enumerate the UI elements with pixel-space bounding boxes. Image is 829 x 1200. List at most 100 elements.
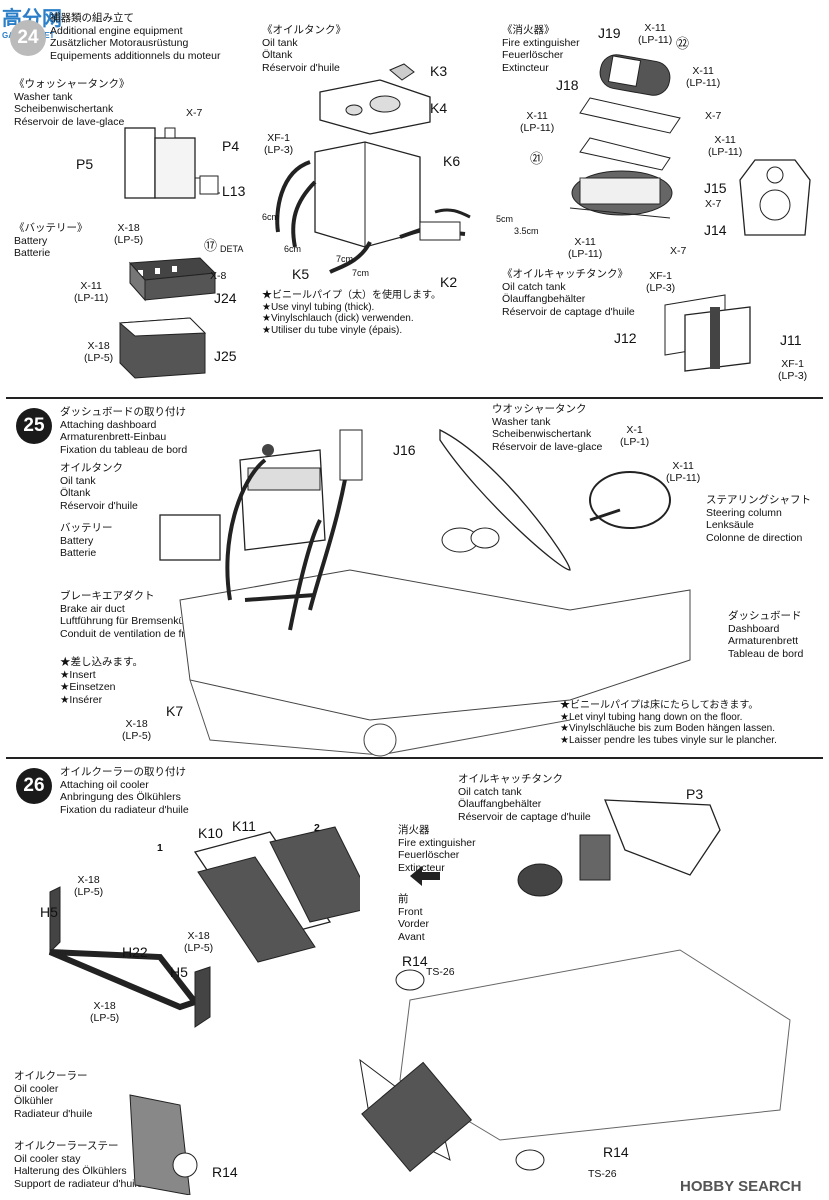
insert-note: ★差し込みます。 ★Insert ★Einsetzen ★Insérer	[60, 656, 143, 706]
part-k2: K2	[440, 274, 458, 290]
brake-duct-label: ブレーキエアダクト Brake air duct Luftführung für…	[60, 590, 211, 640]
step-24-badge: 24	[10, 20, 46, 56]
extinguisher-drawing	[569, 54, 681, 219]
screw-x18-26c: X-18 (LP-5)	[90, 1000, 120, 1024]
part-p5: P5	[76, 156, 94, 172]
screw-x11-battery: X-11 (LP-11)	[74, 280, 109, 304]
screw-x11-ext5: X-11 (LP-11)	[568, 236, 603, 260]
part-r14-closeup: R14	[212, 1164, 238, 1180]
screw-x11-ext4: X-11 (LP-11)	[708, 134, 743, 158]
oil-tank-label: 《オイルタンク》 Oil tank Öltank Réservoir d'hui…	[262, 24, 346, 74]
chassis-step26-drawing	[359, 799, 791, 1173]
screw-x18-battery2: X-18 (LP-5)	[84, 340, 114, 364]
length-6cm-b: 6cm	[284, 244, 302, 254]
part-k11: K11	[232, 818, 256, 834]
callout-1: 1	[157, 842, 163, 854]
part-p4: P4	[222, 138, 240, 154]
step-25-title: ダッシュボードの取り付け Attaching dashboard Armatur…	[60, 406, 188, 456]
oil-cooler-label: オイルクーラー Oil cooler Ölkühler Radiateur d'…	[14, 1070, 93, 1120]
part-r14-top: R14	[402, 953, 428, 969]
decal-22: ㉒	[676, 36, 690, 51]
screw-x7-ext2: X-7	[705, 198, 722, 210]
part-j16: J16	[393, 442, 416, 458]
part-r14-bottom: R14	[603, 1144, 629, 1160]
part-k5: K5	[292, 266, 310, 282]
vinyl-note-25: ★ビニールパイプは床にたらしておきます。 ★Let vinyl tubing h…	[560, 700, 777, 746]
part-j15: J15	[704, 180, 727, 196]
front-label: 前 Front Vorder Avant	[398, 893, 429, 943]
screw-x11-ext3: X-11 (LP-11)	[520, 110, 555, 134]
part-j19: J19	[598, 25, 621, 41]
washer-tank-label: 《ウォッシャータンク》 Washer tank Scheibenwischert…	[14, 78, 130, 128]
vinyl-note-24: ★ビニールパイプ（太）を使用します。 ★Use vinyl tubing (th…	[262, 290, 441, 336]
washer-label-25: ウオッシャータンク Washer tank Scheibenwischertan…	[492, 403, 603, 453]
catch-tank-label-26: オイルキャッチタンク Oil catch tank Ölauffangbehäl…	[458, 773, 591, 823]
screw-x18-26b: X-18 (LP-5)	[184, 930, 214, 954]
decal-17: ⑰	[204, 238, 218, 253]
steering-label: ステアリングシャフト Steering column Lenksäule Col…	[706, 494, 811, 544]
screw-x7-washer: X-7	[186, 107, 203, 119]
length-7cm-a: 7cm	[336, 254, 354, 264]
oil-cooler-exploded-drawing	[48, 826, 360, 1028]
length-6cm-a: 6cm	[262, 212, 280, 222]
part-j14: J14	[704, 222, 727, 238]
screw-xf1-oiltank: XF-1 (LP-3)	[264, 132, 294, 156]
screw-x7-ext3: X-7	[670, 245, 687, 257]
screw-x18-25: X-18 (LP-5)	[122, 718, 152, 742]
screw-x11-25: X-11 (LP-11)	[666, 460, 701, 484]
step-24-title: 補器類の組み立て Additional engine equipment Zus…	[50, 12, 221, 62]
screw-xf1-catch2: XF-1 (LP-3)	[778, 358, 808, 382]
part-h5-right: H5	[170, 964, 188, 980]
catch-tank-drawing	[664, 294, 751, 372]
step-26-badge: 26	[16, 768, 52, 804]
screw-x18-battery1: X-18 (LP-5)	[114, 222, 144, 246]
part-k3: K3	[430, 63, 448, 79]
length-3-5cm: 3.5cm	[514, 226, 539, 236]
part-j24: J24	[214, 290, 237, 306]
oil-cooler-stay-label: オイルクーラーステー Oil cooler stay Halterung des…	[14, 1140, 143, 1190]
length-7cm-b: 7cm	[352, 268, 370, 278]
oil-tank-label-25: オイルタンク Oil tank Öltank Réservoir d'huile	[60, 462, 138, 512]
screw-xf1-catch1: XF-1 (LP-3)	[646, 270, 676, 294]
extinguisher-label: 《消火器》 Fire extinguisher Feuerlöscher Ext…	[502, 24, 580, 74]
screw-ts26-bottom: TS-26	[588, 1168, 617, 1180]
front-arrow-icon	[410, 866, 440, 886]
decal-21: ㉑	[530, 151, 544, 166]
cooler-closeup-drawing	[129, 1094, 198, 1195]
step-25-badge: 25	[16, 408, 52, 444]
step-26-title: オイルクーラーの取り付け Attaching oil cooler Anbrin…	[60, 766, 189, 816]
battery-label-25: バッテリー Battery Batterie	[60, 522, 113, 559]
washer-tank-drawing	[124, 127, 220, 199]
screw-x11-ext2: X-11 (LP-11)	[686, 65, 721, 89]
oil-tank-drawing	[275, 63, 471, 274]
part-l13: L13	[222, 183, 246, 199]
part-k10: K10	[198, 825, 223, 841]
mount-detail-drawing	[739, 159, 811, 236]
part-k7: K7	[166, 703, 184, 719]
length-5cm: 5cm	[496, 214, 514, 224]
divider-24-25	[6, 397, 823, 399]
screw-x11-ext1: X-11 (LP-11)	[638, 22, 673, 46]
screw-x8-battery: X-8	[210, 270, 227, 282]
part-h22: H22	[122, 944, 148, 960]
battery-label: 《バッテリー》 Battery Batterie	[14, 222, 88, 259]
screw-x1-25: X-1 (LP-1)	[620, 424, 650, 448]
screw-x18-26a: X-18 (LP-5)	[74, 874, 104, 898]
hobby-search-watermark: HOBBY SEARCH	[680, 1178, 802, 1195]
divider-25-26	[6, 757, 823, 759]
dashboard-label: ダッシュボード Dashboard Armaturenbrett Tableau…	[728, 610, 804, 660]
part-k4: K4	[430, 100, 448, 116]
part-j25: J25	[214, 348, 237, 364]
battery-drawing	[118, 257, 217, 379]
part-k6: K6	[443, 153, 461, 169]
decal-deta: DETA	[220, 244, 244, 254]
part-j12: J12	[614, 330, 637, 346]
screw-ts26-top: TS-26	[426, 966, 455, 978]
catch-tank-label: 《オイルキャッチタンク》 Oil catch tank Ölauffangbeh…	[502, 268, 635, 318]
part-h5-left: H5	[40, 904, 58, 920]
screw-x7-ext1: X-7	[705, 110, 722, 122]
part-j11: J11	[780, 332, 802, 348]
callout-2: 2	[314, 822, 320, 834]
part-p3: P3	[686, 786, 704, 802]
part-j18: J18	[556, 77, 579, 93]
